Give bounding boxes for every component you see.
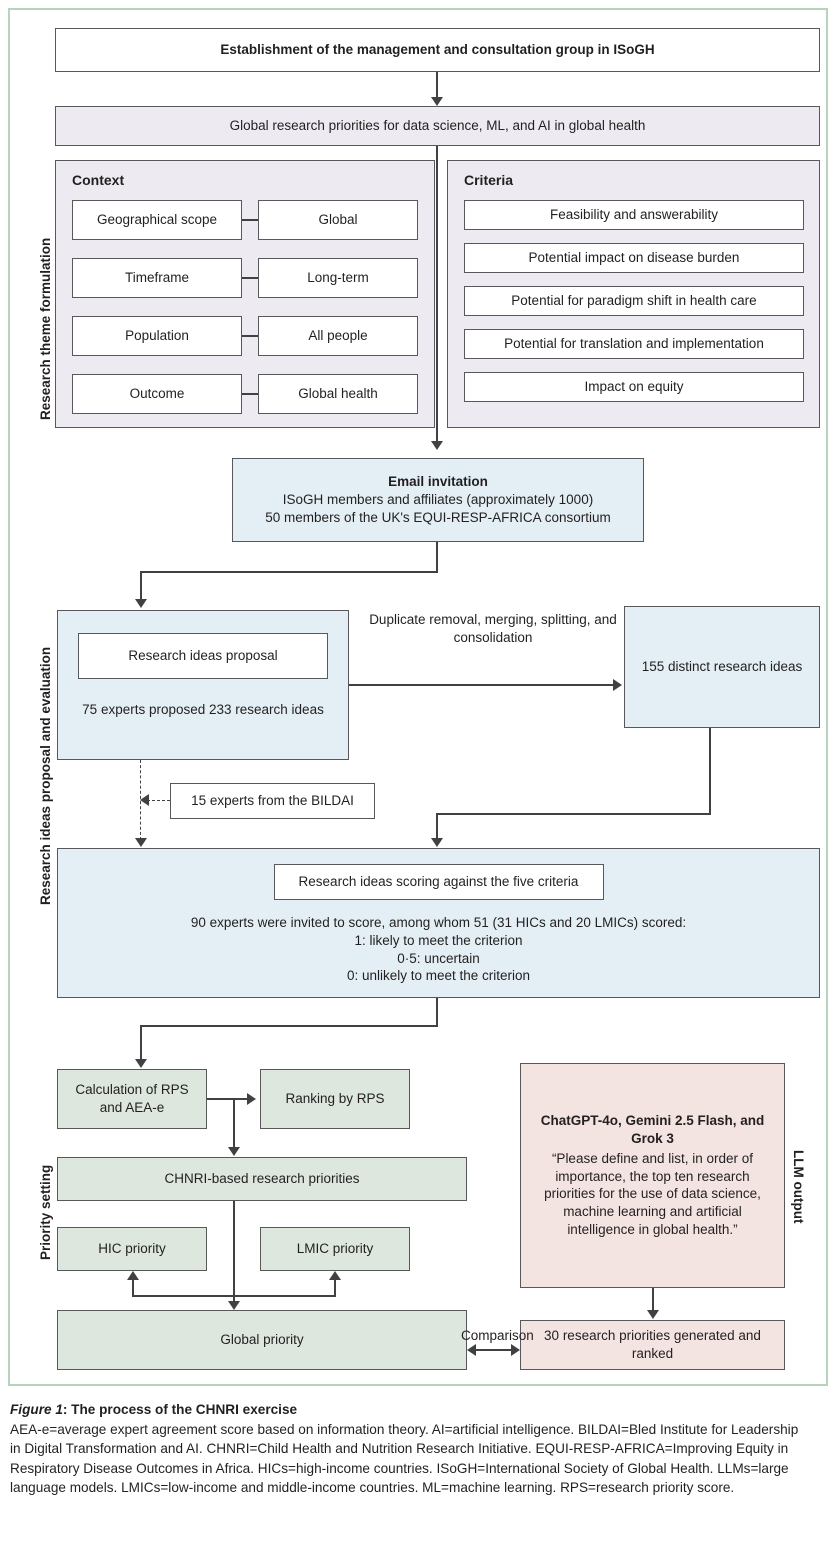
node-research-ideas-scoring-inner: Research ideas scoring against the five … xyxy=(273,864,604,900)
connector-hic-lmic-bracket xyxy=(132,1295,336,1297)
figure-caption: Figure 1: The process of the CHNRI exerc… xyxy=(10,1400,810,1498)
figure-caption-subtitle: : The process of the CHNRI exercise xyxy=(62,1402,298,1417)
figure-caption-body: AEA-e=average expert agreement score bas… xyxy=(10,1421,799,1496)
node-global-research-priorities-label: Global research priorities for data scie… xyxy=(229,118,646,134)
node-llm-results: 30 research priorities generated and ran… xyxy=(520,1320,785,1370)
connector-context-row-0 xyxy=(242,219,258,221)
connector-context-row-3 xyxy=(242,393,258,395)
connector-context-row-2 xyxy=(242,335,258,337)
node-global-research-priorities: Global research priorities for data scie… xyxy=(55,106,820,146)
node-email-invitation-title: Email invitation xyxy=(388,474,488,490)
node-lmic-priority: LMIC priority xyxy=(260,1227,410,1271)
node-establishment-label: Establishment of the management and cons… xyxy=(220,42,655,58)
connector-establishment-to-theme xyxy=(436,72,438,99)
connector-theme-spine xyxy=(436,146,438,443)
arrowhead-llm-to-results xyxy=(647,1310,659,1319)
context-key-population: Population xyxy=(72,316,242,356)
node-scoring-line2: 1: likely to meet the criterion xyxy=(354,932,523,948)
node-research-ideas-proposal: Research ideas proposal 75 experts propo… xyxy=(57,610,349,760)
connector-bildai-dashed-horizontal xyxy=(142,800,170,801)
edge-label-duplicate-removal: Duplicate removal, merging, splitting, a… xyxy=(369,612,617,645)
connector-scoring-elbow xyxy=(140,1025,438,1027)
connector-email-to-proposal xyxy=(140,571,142,601)
connector-scoring-down xyxy=(436,998,438,1026)
node-research-ideas-proposal-inner: Research ideas proposal xyxy=(78,633,328,679)
context-value-long-term: Long-term xyxy=(258,258,418,298)
node-distinct-research-ideas: 155 distinct research ideas xyxy=(624,606,820,728)
edge-label-comparison: Comparison xyxy=(461,1328,534,1343)
node-llm-prompt: ChatGPT-4o, Gemini 2.5 Flash, and Grok 3… xyxy=(520,1063,785,1288)
node-research-ideas-proposal-caption: 75 experts proposed 233 research ideas xyxy=(82,702,324,717)
node-ranking-by-rps: Ranking by RPS xyxy=(260,1069,410,1129)
panel-context-title: Context xyxy=(72,172,125,188)
section-label-research-theme-formulation: Research theme formulation xyxy=(38,237,53,420)
node-scoring-line1: 90 experts were invited to score, among … xyxy=(190,915,687,930)
criteria-item-disease-burden: Potential impact on disease burden xyxy=(464,243,804,273)
arrowhead-theme-to-email xyxy=(431,441,443,450)
arrowhead-proposal-to-distinct xyxy=(613,679,622,691)
node-research-ideas-scoring: Research ideas scoring against the five … xyxy=(57,848,820,998)
arrowhead-chnri-to-global xyxy=(228,1301,240,1310)
connector-context-row-1 xyxy=(242,277,258,279)
section-label-llm-output: LLM output xyxy=(791,1150,806,1224)
context-value-global-health: Global health xyxy=(258,374,418,414)
node-email-invitation-line2: 50 members of the UK's EQUI-RESP-AFRICA … xyxy=(265,509,611,525)
arrowhead-calc-to-ranking xyxy=(247,1093,256,1105)
context-key-geographical-scope: Geographical scope xyxy=(72,200,242,240)
context-key-timeframe: Timeframe xyxy=(72,258,242,298)
connector-distinct-down xyxy=(709,728,711,814)
node-email-invitation-line1: ISoGH members and affiliates (approximat… xyxy=(282,492,594,508)
arrowhead-bildai-to-proposal xyxy=(140,794,149,806)
arrowhead-establishment-to-theme xyxy=(431,97,443,106)
criteria-item-equity: Impact on equity xyxy=(464,372,804,402)
node-hic-priority: HIC priority xyxy=(57,1227,207,1271)
node-llm-prompt-text: “Please define and list, in order of imp… xyxy=(544,1150,761,1238)
criteria-item-paradigm-shift: Potential for paradigm shift in health c… xyxy=(464,286,804,316)
connector-comparison xyxy=(476,1349,514,1351)
node-email-invitation: Email invitation ISoGH members and affil… xyxy=(232,458,644,542)
figure-caption-title: Figure 1: The process of the CHNRI exerc… xyxy=(10,1400,810,1420)
connector-distinct-elbow xyxy=(436,813,711,815)
context-value-all-people: All people xyxy=(258,316,418,356)
connector-email-down xyxy=(436,542,438,572)
arrowhead-email-to-proposal xyxy=(135,599,147,608)
criteria-item-feasibility: Feasibility and answerability xyxy=(464,200,804,230)
connector-bracket-right-up xyxy=(334,1280,336,1296)
criteria-item-translation: Potential for translation and implementa… xyxy=(464,329,804,359)
section-label-research-ideas-proposal-and-evaluation: Research ideas proposal and evaluation xyxy=(38,646,53,905)
arrowhead-calc-to-chnri xyxy=(228,1147,240,1156)
arrowhead-bracket-to-lmic xyxy=(329,1271,341,1280)
context-key-outcome: Outcome xyxy=(72,374,242,414)
arrowhead-distinct-to-scoring xyxy=(431,838,443,847)
node-global-priority: Global priority xyxy=(57,1310,467,1370)
arrowhead-comparison-right xyxy=(511,1344,520,1356)
panel-criteria-title: Criteria xyxy=(464,172,514,188)
section-label-priority-setting: Priority setting xyxy=(38,1164,53,1260)
connector-chnri-spine xyxy=(233,1201,235,1303)
node-bildai-experts: 15 experts from the BILDAI xyxy=(170,783,375,819)
node-establishment: Establishment of the management and cons… xyxy=(55,28,820,72)
connector-email-elbow xyxy=(140,571,438,573)
connector-calc-to-ranking xyxy=(207,1098,253,1100)
context-value-global: Global xyxy=(258,200,418,240)
node-scoring-line3: 0·5: uncertain xyxy=(397,950,480,966)
arrowhead-scoring-to-calc xyxy=(135,1059,147,1068)
arrowhead-bracket-to-hic xyxy=(127,1271,139,1280)
arrowhead-comparison-left xyxy=(467,1344,476,1356)
connector-bracket-left-up xyxy=(132,1280,134,1296)
connector-scoring-to-calc xyxy=(140,1025,142,1061)
node-chnri-based-research-priorities: CHNRI-based research priorities xyxy=(57,1157,467,1201)
node-calculation-rps-aea: Calculation of RPS and AEA-e xyxy=(57,1069,207,1129)
connector-calc-down-to-chnri xyxy=(233,1098,235,1149)
node-llm-models: ChatGPT-4o, Gemini 2.5 Flash, and Grok 3 xyxy=(540,1113,765,1146)
connector-distinct-to-scoring xyxy=(436,813,438,840)
node-scoring-line4: 0: unlikely to meet the criterion xyxy=(346,968,531,984)
connector-llm-to-results xyxy=(652,1288,654,1313)
arrowhead-bildai-to-scoring xyxy=(135,838,147,847)
connector-proposal-to-distinct xyxy=(349,684,619,686)
figure-caption-number: Figure 1 xyxy=(10,1402,63,1417)
